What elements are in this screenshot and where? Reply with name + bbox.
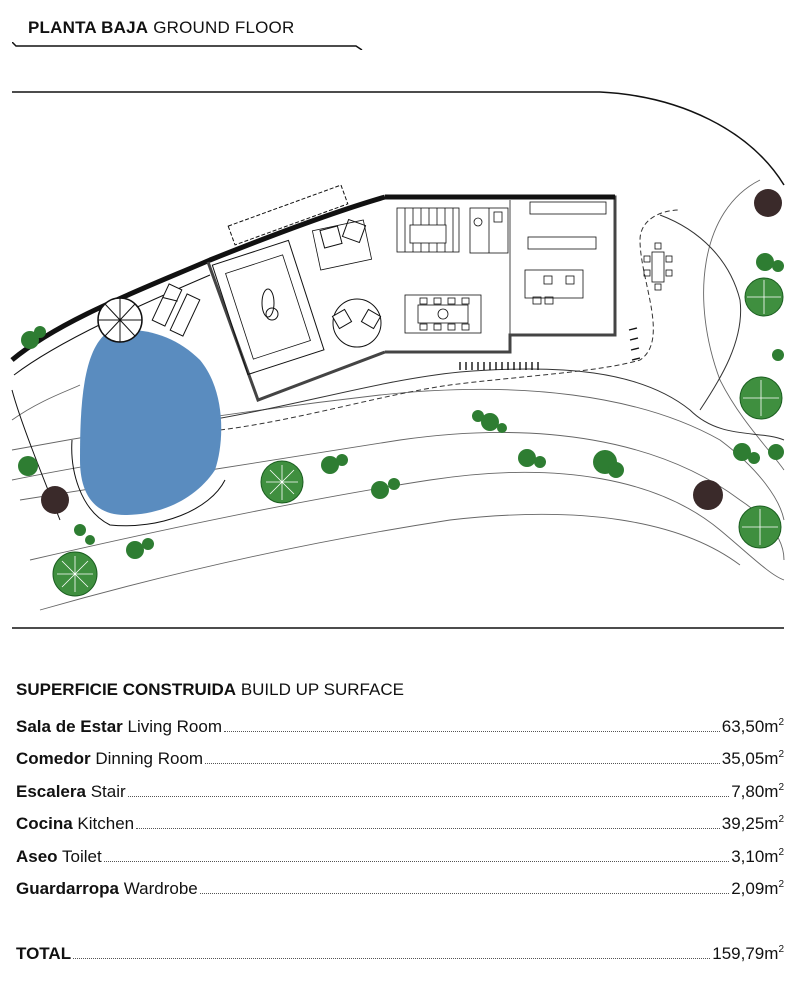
dot-leader bbox=[199, 893, 730, 894]
surface-row-living-room: Sala de Estar Living Room 63,50m2 bbox=[16, 704, 784, 737]
room-name-en: Living Room bbox=[127, 716, 223, 736]
main-house-block bbox=[385, 194, 617, 354]
room-area: 7,80m2 bbox=[731, 781, 784, 801]
surface-row-stair: Escalera Stair 7,80m2 bbox=[16, 769, 784, 802]
room-name-en: Wardrobe bbox=[123, 879, 198, 898]
stair bbox=[396, 207, 460, 253]
room-name-en: Kitchen bbox=[77, 814, 135, 833]
garden-path-right bbox=[659, 214, 742, 411]
spiral-stair bbox=[97, 297, 143, 343]
title-spanish: PLANTA BAJA bbox=[28, 18, 149, 37]
living-room-block bbox=[206, 184, 386, 402]
sun-loungers bbox=[151, 283, 201, 337]
garden-path bbox=[209, 368, 785, 441]
room-name-es: Guardarropa bbox=[16, 879, 119, 898]
room-name-es: Aseo bbox=[16, 846, 58, 866]
dot-leader bbox=[205, 763, 720, 764]
pool-deck-edge bbox=[71, 439, 226, 527]
garden-path-dashed bbox=[219, 209, 681, 431]
total-area: 159,79m2 bbox=[712, 943, 784, 963]
plan-top-curve bbox=[599, 91, 785, 186]
dot-leader bbox=[127, 795, 730, 797]
room-area: 2,09m2 bbox=[731, 879, 784, 898]
room-name-en: Dinning Room bbox=[95, 749, 204, 768]
surface-row-dining-room: Comedor Dinning Room 35,05m2 bbox=[16, 737, 784, 770]
header-underline bbox=[12, 42, 363, 50]
room-name-en: Toilet bbox=[62, 846, 102, 866]
surface-table: SUPERFICIE CONSTRUIDA BUILD UP SURFACE S… bbox=[16, 680, 784, 964]
outdoor-dining-table bbox=[643, 242, 673, 291]
floor-plan bbox=[10, 91, 785, 629]
toilet bbox=[469, 207, 509, 254]
room-area: 3,10m2 bbox=[731, 846, 784, 866]
dining-table bbox=[404, 294, 482, 334]
surface-row-toilet: Aseo Toilet 3,10m2 bbox=[16, 834, 784, 867]
surface-row-wardrobe: Guardarropa Wardrobe 2,09m2 bbox=[16, 867, 784, 900]
room-name-es: Escalera bbox=[16, 781, 86, 801]
title-english: GROUND FLOOR bbox=[153, 18, 295, 37]
page-header: PLANTA BAJA GROUND FLOOR bbox=[12, 14, 363, 50]
surface-title-english: BUILD UP SURFACE bbox=[240, 680, 404, 699]
dot-leader bbox=[136, 828, 720, 829]
surface-title-spanish: SUPERFICIE CONSTRUIDA bbox=[16, 680, 237, 699]
dot-leader bbox=[103, 860, 730, 862]
dot-leader bbox=[73, 957, 711, 959]
room-area: 39,25m2 bbox=[721, 814, 784, 833]
room-name-es: Cocina bbox=[16, 814, 73, 833]
page-title: PLANTA BAJA GROUND FLOOR bbox=[28, 18, 294, 38]
dot-leader bbox=[224, 730, 720, 732]
garden-trees bbox=[18, 189, 784, 597]
room-name-es: Sala de Estar bbox=[16, 716, 123, 736]
round-table bbox=[331, 298, 382, 348]
room-area: 63,50m2 bbox=[721, 716, 784, 736]
surface-row-kitchen: Cocina Kitchen 39,25m2 bbox=[16, 802, 784, 835]
surface-title: SUPERFICIE CONSTRUIDA BUILD UP SURFACE bbox=[16, 680, 784, 704]
terrace-steps bbox=[459, 327, 641, 370]
room-name-es: Comedor bbox=[16, 749, 91, 768]
swimming-pool bbox=[80, 329, 222, 515]
curved-boundary-wall bbox=[10, 194, 386, 362]
surface-row-total: TOTAL 159,79m2 bbox=[16, 931, 784, 964]
room-name-en: Stair bbox=[90, 781, 126, 801]
total-label: TOTAL bbox=[16, 943, 72, 963]
room-area: 35,05m2 bbox=[721, 749, 784, 768]
kitchen bbox=[524, 201, 607, 305]
